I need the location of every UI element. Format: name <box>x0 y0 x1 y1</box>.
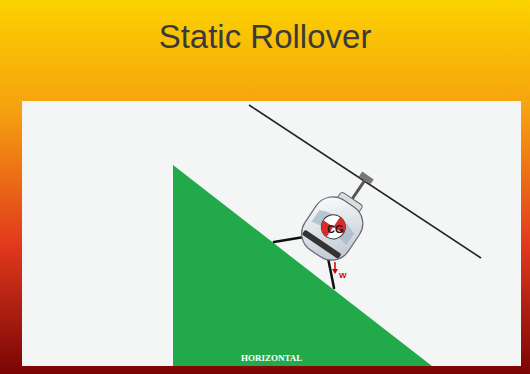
weight-arrow <box>332 262 338 274</box>
rotor-blade <box>249 105 481 258</box>
horizontal-label: HORIZONTAL <box>241 354 302 363</box>
panel <box>22 101 521 366</box>
cg-label: CG <box>327 224 344 235</box>
slide-title: Static Rollover <box>0 20 530 53</box>
slope <box>173 165 432 366</box>
helicopter <box>294 161 390 268</box>
weight-label: W <box>339 272 347 280</box>
